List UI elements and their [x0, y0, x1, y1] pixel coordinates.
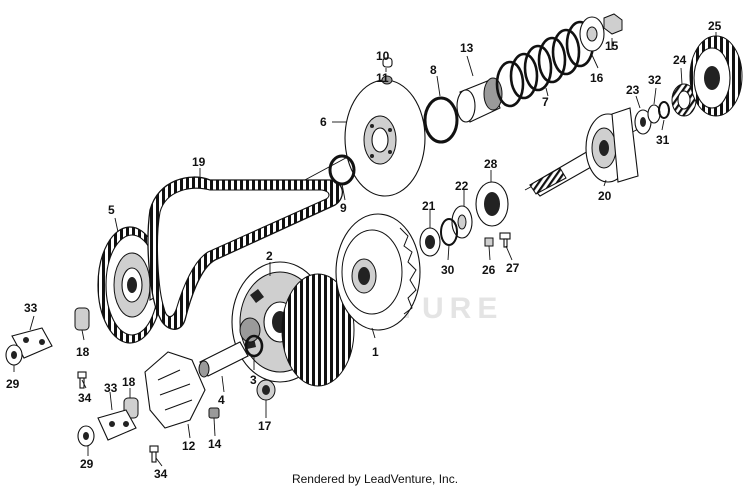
part-25-clutch-bell — [689, 35, 743, 117]
callout-6: 6 — [320, 115, 327, 129]
part-21-spacer — [419, 227, 441, 257]
callout-18-lower: 18 — [122, 375, 136, 389]
callout-20: 20 — [598, 189, 612, 203]
part-10-pin — [382, 57, 393, 68]
part-31-circlip — [658, 101, 670, 119]
callout-2: 2 — [266, 249, 273, 263]
callout-1: 1 — [372, 345, 379, 359]
callout-27: 27 — [506, 261, 520, 275]
callout-22: 22 — [455, 179, 469, 193]
part-24-needle-bearing — [671, 83, 697, 117]
part-4-sleeve — [198, 341, 249, 378]
part-26-key — [484, 237, 494, 247]
callout-32: 32 — [648, 73, 662, 87]
part-20-output-shaft — [529, 107, 639, 197]
part-11-collar — [381, 75, 393, 85]
part-18-roller-upper — [74, 307, 90, 331]
footer-credit: Rendered by LeadVenture, Inc. — [291, 472, 459, 486]
part-23-washer — [634, 109, 652, 135]
callout-15: 15 — [605, 39, 619, 53]
part-1-drive-pulley — [281, 213, 421, 387]
part-33-bracket-lower — [97, 409, 137, 441]
callout-24: 24 — [673, 53, 687, 67]
part-29-bearing-lower — [77, 425, 95, 447]
part-12-ramp-plate — [144, 351, 206, 429]
callout-5: 5 — [108, 203, 115, 217]
callout-33-lower: 33 — [104, 381, 118, 395]
callout-13: 13 — [460, 41, 474, 55]
callout-19: 19 — [192, 155, 206, 169]
part-16-spring-seat — [579, 16, 605, 52]
leader-lines — [13, 32, 717, 467]
callout-18-upper: 18 — [76, 345, 90, 359]
callout-4: 4 — [218, 393, 225, 407]
callout-17: 17 — [258, 419, 272, 433]
callout-29-upper: 29 — [6, 377, 20, 391]
callout-14: 14 — [208, 437, 222, 451]
callout-31: 31 — [656, 133, 670, 147]
callout-12: 12 — [182, 439, 196, 453]
part-28-bearing — [475, 181, 509, 227]
callout-25: 25 — [708, 19, 722, 33]
callout-30: 30 — [441, 263, 455, 277]
part-29-bearing-upper — [5, 344, 23, 366]
callout-34-upper: 34 — [78, 391, 92, 405]
callout-10: 10 — [376, 49, 390, 63]
callout-11: 11 — [376, 71, 389, 85]
part-34-bolt-lower — [149, 445, 159, 463]
part-7-spring — [495, 20, 595, 108]
callout-21: 21 — [422, 199, 436, 213]
part-6-driven-face — [344, 79, 426, 197]
callout-28: 28 — [484, 157, 498, 171]
part-27-bolt — [499, 232, 511, 248]
callout-16: 16 — [590, 71, 604, 85]
callout-8: 8 — [430, 63, 437, 77]
callout-7: 7 — [542, 95, 549, 109]
callout-33-upper: 33 — [24, 301, 38, 315]
part-14-slider — [208, 407, 220, 419]
callout-numbers: 25 15 14 13 10 11 8 16 7 24 23 32 31 6 1… — [6, 19, 722, 481]
callout-34-lower: 34 — [154, 467, 168, 481]
part-8-seal-ring — [423, 96, 459, 144]
callout-29-lower: 29 — [80, 457, 94, 471]
callout-3: 3 — [250, 373, 257, 387]
callout-9: 9 — [340, 201, 347, 215]
callout-23: 23 — [626, 83, 640, 97]
part-17-nut — [256, 379, 276, 401]
part-13-collar — [456, 77, 503, 123]
part-15-nut — [603, 13, 623, 35]
callout-26: 26 — [482, 263, 496, 277]
part-19-drive-belt — [147, 176, 343, 330]
